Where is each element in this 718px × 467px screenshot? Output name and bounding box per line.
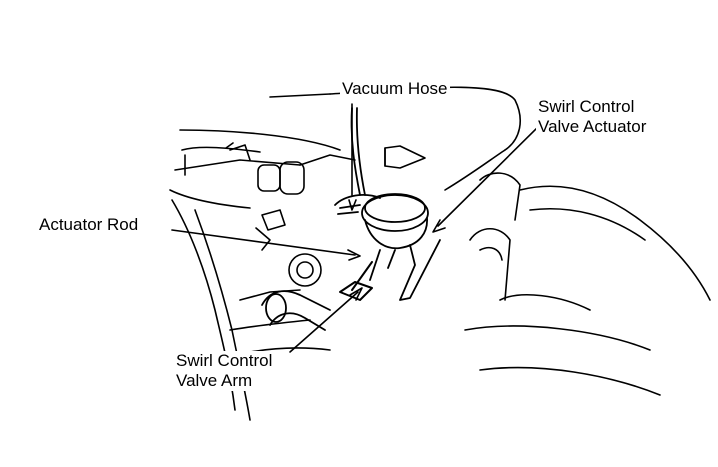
actuator-rod-label: Actuator Rod <box>37 215 141 235</box>
fittings <box>255 161 322 287</box>
actuator-body <box>337 193 441 301</box>
nozzle <box>384 145 426 169</box>
actuator-label-line2: Valve Actuator <box>538 117 647 136</box>
hose-clamp <box>261 290 331 331</box>
right-hoses <box>464 172 711 396</box>
leader-lines <box>171 103 541 353</box>
vacuum-hose-text: Vacuum Hose <box>342 79 448 98</box>
vacuum-hose-label: Vacuum Hose <box>340 79 450 99</box>
arm-label-line2: Valve Arm <box>176 371 253 390</box>
actuator-rod-text: Actuator Rod <box>39 215 139 234</box>
swirl-control-valve-arm-label: Swirl Control Valve Arm <box>174 351 275 391</box>
arm-label-line1: Swirl Control <box>176 351 273 370</box>
valve-arm <box>339 261 373 301</box>
vacuum-hose <box>334 107 381 206</box>
swirl-control-valve-actuator-label: Swirl Control Valve Actuator <box>536 97 649 137</box>
actuator-label-line1: Swirl Control <box>538 97 635 116</box>
